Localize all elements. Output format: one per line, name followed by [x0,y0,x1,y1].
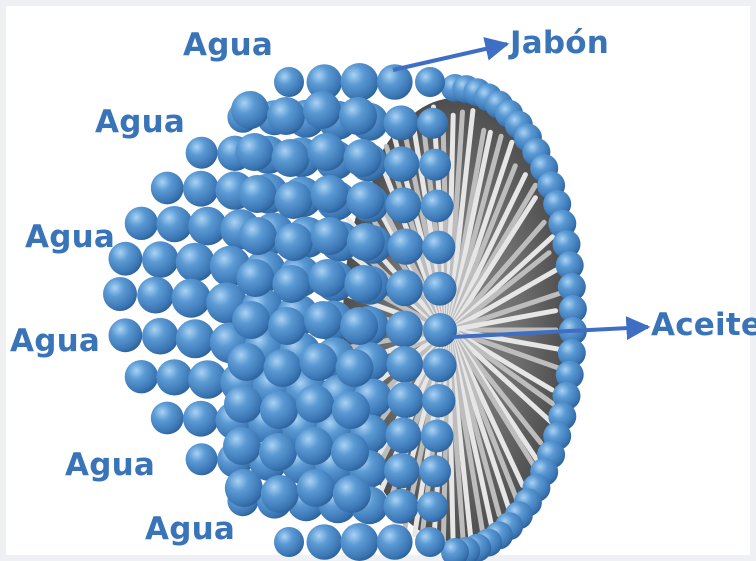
head-sphere [384,146,419,181]
head-sphere [142,318,179,355]
head-sphere [311,175,349,213]
head-sphere [275,181,313,219]
head-sphere [423,348,457,382]
head-sphere [259,433,297,471]
head-sphere [385,417,421,453]
head-sphere [386,270,423,307]
head-sphere [377,524,413,560]
head-sphere [384,453,419,488]
head-sphere [295,427,333,465]
head-sphere [332,391,370,429]
head-sphere [336,349,374,387]
head-sphere [347,181,385,219]
head-sphere [236,133,274,171]
head-sphere [308,133,346,171]
head-sphere [172,279,211,318]
head-sphere [333,475,371,513]
head-sphere [223,427,261,465]
water-label-4: Agua [10,326,100,357]
head-sphere [347,223,385,261]
head-sphere [415,67,445,97]
head-sphere [183,401,219,437]
head-sphere [274,527,304,557]
head-sphere [388,382,424,418]
head-sphere [421,420,454,453]
water-label-5: Agua [65,450,155,481]
head-sphere [331,433,369,471]
head-sphere [385,187,421,223]
soap-arrow [393,44,507,70]
water-label-2: Agua [95,107,185,138]
head-sphere [307,524,343,560]
head-sphere [228,343,266,381]
head-sphere [260,391,298,429]
head-sphere [419,455,451,487]
head-sphere [225,469,263,507]
head-sphere [275,223,313,261]
head-sphere [176,243,215,282]
head-sphere [239,175,277,213]
head-sphere [340,307,378,345]
head-sphere [304,301,342,339]
head-sphere [264,349,302,387]
head-sphere [422,384,455,417]
head-sphere [176,319,215,358]
head-sphere [236,259,274,297]
soap-label: Jabón [510,28,609,59]
head-sphere [125,360,158,393]
head-sphere [344,139,382,177]
head-sphere [261,475,299,513]
head-sphere [422,231,455,264]
head-sphere [308,259,346,297]
head-sphere [274,67,304,97]
water-label-6: Agua [145,514,235,545]
head-sphere [388,229,424,265]
head-sphere [267,97,305,135]
head-sphere [231,91,269,129]
head-sphere [224,385,262,423]
head-sphere [142,241,179,278]
head-sphere [239,217,277,255]
head-sphere [303,91,341,129]
head-sphere [297,469,335,507]
head-sphere [341,63,379,101]
head-sphere [386,311,423,348]
oil-label: Aceite [651,310,756,341]
water-label-1: Agua [183,30,273,61]
head-sphere [272,139,310,177]
head-sphere [151,402,184,435]
head-sphere [311,217,349,255]
head-sphere [423,272,457,306]
water-label-3: Agua [25,222,115,253]
head-sphere [232,301,270,339]
head-sphere [384,105,419,140]
head-sphere [151,172,184,205]
head-sphere [125,207,158,240]
head-sphere [272,265,310,303]
head-sphere [268,307,306,345]
head-sphere [183,171,219,207]
head-sphere [296,385,334,423]
head-sphere [417,491,448,522]
head-sphere [339,97,377,135]
head-sphere [419,149,451,181]
head-sphere [156,206,192,242]
head-sphere [137,277,174,314]
head-sphere [109,318,143,352]
head-sphere [384,489,419,524]
head-sphere [417,108,448,139]
head-sphere [423,313,457,347]
head-sphere [103,277,137,311]
head-sphere [186,137,218,169]
head-sphere [415,527,445,557]
head-sphere [344,265,382,303]
head-sphere [421,190,454,223]
head-sphere [156,359,192,395]
head-sphere [186,443,218,475]
head-sphere [300,343,338,381]
head-sphere [341,523,379,561]
head-sphere [386,346,423,383]
